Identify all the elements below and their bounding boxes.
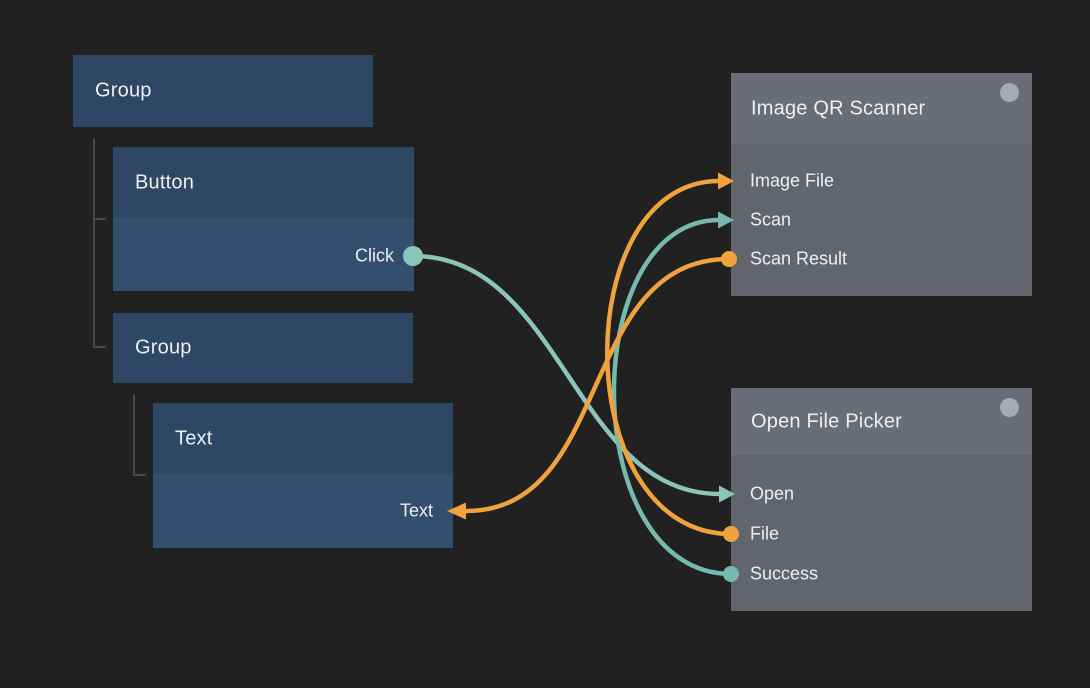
port-label-text: Text [399, 500, 433, 521]
port-label-scan: Scan [750, 209, 792, 230]
wire-click-to-open[interactable] [410, 253, 723, 497]
node-header [731, 388, 1032, 455]
node-title: Button [135, 171, 195, 194]
node-title: Group [135, 336, 192, 359]
port-dot-file[interactable] [723, 526, 739, 542]
port-arrow-text[interactable] [447, 502, 466, 520]
status-dot-icon[interactable] [1000, 398, 1019, 417]
port-dot-scan-result[interactable] [721, 251, 737, 267]
node-title: Text [175, 427, 213, 450]
port-label-scan-result: Scan Result [750, 248, 848, 269]
tree-connector-tick [133, 474, 146, 476]
tree-connector-tick [93, 346, 106, 348]
port-label-image-file: Image File [750, 170, 835, 191]
tree-connector-line [93, 138, 95, 348]
port-label-file: File [750, 523, 780, 544]
node-title: Image QR Scanner [751, 97, 926, 120]
element-node-text[interactable]: Text Text [153, 403, 453, 548]
node-title: Group [95, 79, 152, 102]
port-arrow-scan[interactable] [718, 211, 734, 229]
port-label-click: Click [355, 245, 394, 266]
wire-scan-result-to-text[interactable] [463, 256, 732, 514]
status-dot-icon[interactable] [1000, 83, 1019, 102]
element-node-button[interactable]: Button Click [113, 147, 414, 291]
node-header [731, 73, 1032, 144]
tree-connector-tick [93, 218, 106, 220]
port-dot-click[interactable] [403, 246, 423, 266]
port-label-open: Open [750, 483, 795, 504]
element-node-group-root[interactable]: Group [73, 55, 373, 127]
node-header [113, 147, 414, 218]
element-node-group-child[interactable]: Group [113, 313, 413, 383]
port-label-success: Success [750, 563, 819, 584]
node-title: Open File Picker [751, 410, 903, 433]
function-node-open-file-picker[interactable]: Open File Picker Open File Success [731, 388, 1032, 611]
port-dot-success[interactable] [723, 566, 739, 582]
wire-success-to-scan[interactable] [611, 217, 734, 577]
node-header [153, 403, 453, 474]
port-arrow-open[interactable] [719, 485, 735, 503]
function-node-image-qr-scanner[interactable]: Image QR Scanner Image File Scan Scan Re… [731, 73, 1032, 296]
tree-connector-line [133, 394, 135, 476]
port-arrow-image-file[interactable] [718, 172, 734, 190]
